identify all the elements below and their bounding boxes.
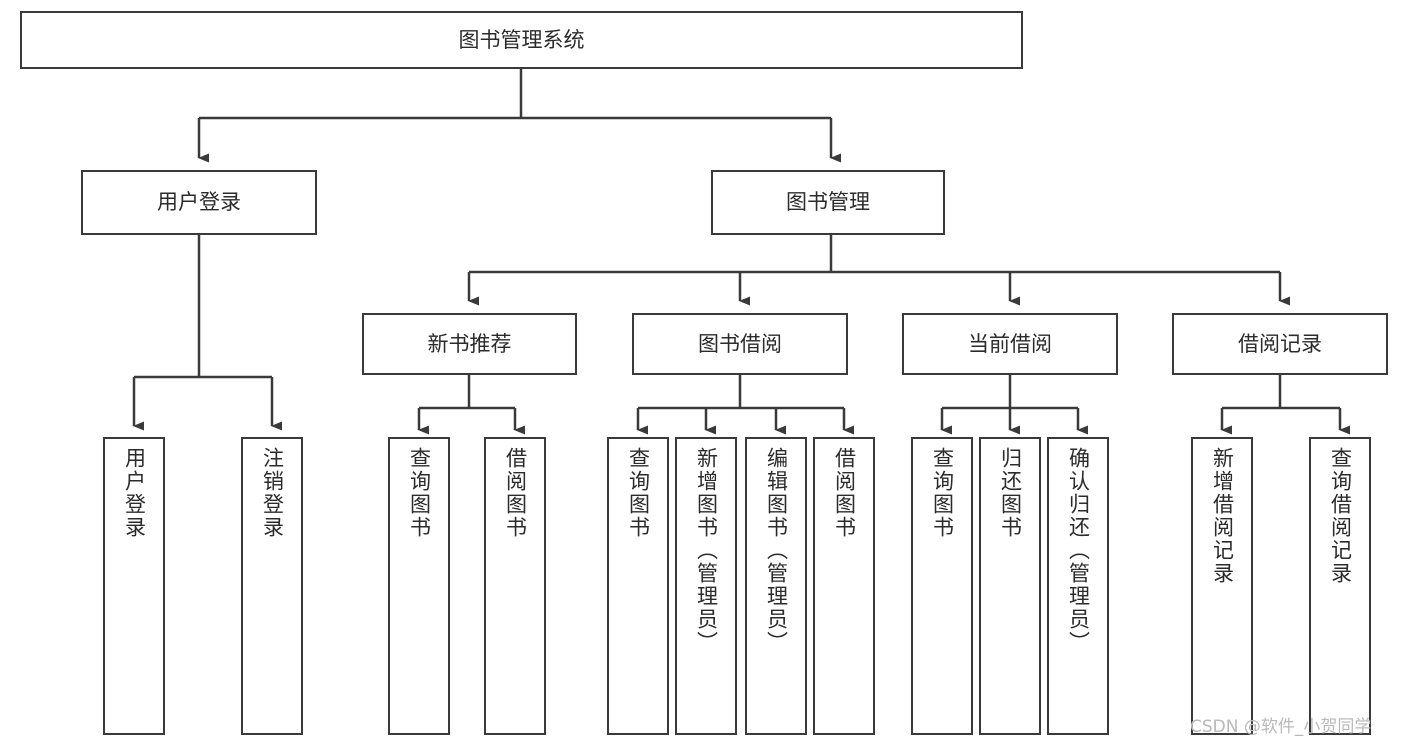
node-new-book-recommend[interactable]: 新书推荐 xyxy=(362,313,577,375)
leaf-book-borrow-add[interactable]: 新增图书（管理员） xyxy=(675,437,737,735)
node-label: 用户登录 xyxy=(157,190,241,215)
leaf-book-borrow-query[interactable]: 查询图书 xyxy=(607,437,669,735)
node-label: 查询图书 xyxy=(930,447,955,539)
leaf-current-borrow-return[interactable]: 归还图书 xyxy=(979,437,1041,735)
node-book-management[interactable]: 图书管理 xyxy=(711,170,945,235)
node-label: 确认归还（管理员） xyxy=(1066,447,1091,654)
node-label: 注销登录 xyxy=(260,447,285,539)
leaf-user-login-logout[interactable]: 注销登录 xyxy=(241,437,303,735)
node-label: 归还图书 xyxy=(998,447,1023,539)
node-label: 图书管理系统 xyxy=(458,27,585,52)
node-root-system[interactable]: 图书管理系统 xyxy=(20,11,1023,69)
node-label: 借阅图书 xyxy=(832,447,857,539)
node-label: 新书推荐 xyxy=(427,331,512,356)
node-label: 查询图书 xyxy=(626,447,651,539)
node-label: 查询图书 xyxy=(407,447,432,539)
node-borrow-record[interactable]: 借阅记录 xyxy=(1172,313,1388,375)
leaf-user-login-login[interactable]: 用户登录 xyxy=(103,437,165,735)
leaf-current-borrow-confirm-return[interactable]: 确认归还（管理员） xyxy=(1047,437,1109,735)
node-current-borrow[interactable]: 当前借阅 xyxy=(902,313,1118,375)
leaf-borrow-record-query[interactable]: 查询借阅记录 xyxy=(1309,437,1371,735)
node-label: 新增借阅记录 xyxy=(1210,447,1235,585)
node-book-borrow[interactable]: 图书借阅 xyxy=(632,313,848,375)
leaf-new-book-query[interactable]: 查询图书 xyxy=(388,437,450,735)
leaf-book-borrow-lend[interactable]: 借阅图书 xyxy=(813,437,875,735)
node-label: 借阅记录 xyxy=(1238,331,1322,356)
node-label: 查询借阅记录 xyxy=(1328,447,1353,585)
csdn-watermark: CSDN @软件_小贺同学 xyxy=(1190,717,1372,737)
node-label: 编辑图书（管理员） xyxy=(764,447,789,654)
node-label: 当前借阅 xyxy=(968,331,1052,356)
node-label: 借阅图书 xyxy=(503,447,528,539)
node-label: 新增图书（管理员） xyxy=(694,447,719,654)
node-user-login[interactable]: 用户登录 xyxy=(81,170,317,235)
leaf-new-book-borrow[interactable]: 借阅图书 xyxy=(484,437,546,735)
leaf-book-borrow-edit[interactable]: 编辑图书（管理员） xyxy=(745,437,807,735)
node-label: 用户登录 xyxy=(122,447,147,539)
leaf-current-borrow-query[interactable]: 查询图书 xyxy=(911,437,973,735)
leaf-borrow-record-add[interactable]: 新增借阅记录 xyxy=(1191,437,1253,735)
node-label: 图书借阅 xyxy=(698,331,782,356)
node-label: 图书管理 xyxy=(786,190,870,215)
